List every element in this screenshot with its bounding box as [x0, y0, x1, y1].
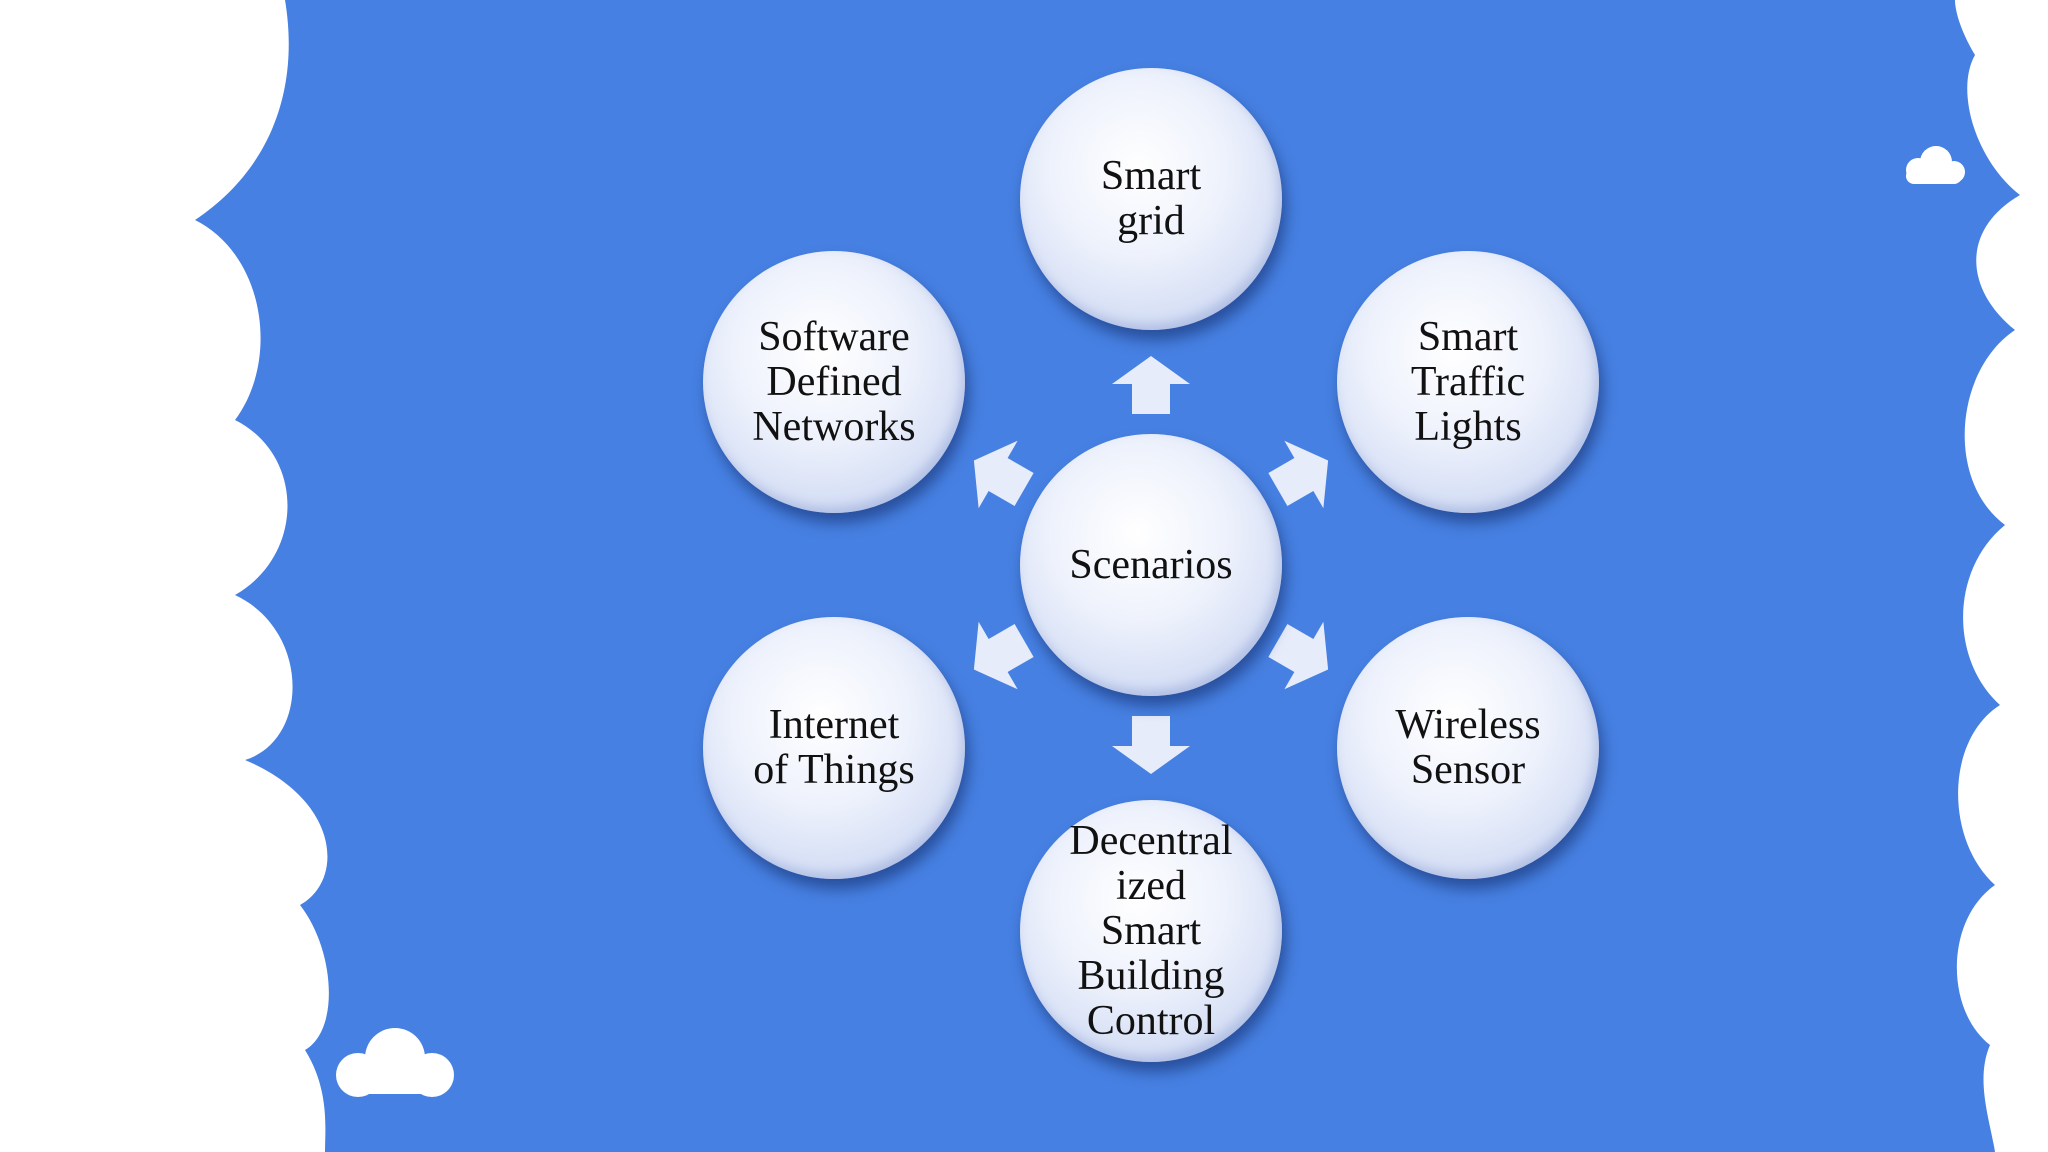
node-decentralized-smart-building-control: Decentral ized Smart Building Control: [1020, 800, 1282, 1062]
arrow-to-smart-traffic-lights: [1256, 424, 1351, 526]
small-cloud-icon: [336, 1028, 454, 1097]
node-software-defined-networks: Software Defined Networks: [703, 251, 965, 513]
arrow-to-wireless-sensor: [1256, 604, 1351, 706]
node-label-software-defined-networks: Software Defined Networks: [752, 313, 916, 450]
node-label-smart-grid: Smart grid: [1100, 153, 1202, 244]
node-wireless-sensor: Wireless Sensor: [1337, 617, 1599, 879]
node-label-decentralized-smart-building-control: Decentral ized Smart Building Control: [1069, 817, 1233, 1044]
center-node-label: Scenarios: [1069, 541, 1233, 588]
arrow-to-smart-grid: [1110, 354, 1192, 416]
node-label-internet-of-things: Internet of Things: [753, 702, 915, 793]
node-smart-traffic-lights: Smart Traffic Lights: [1337, 251, 1599, 513]
node-internet-of-things: Internet of Things: [703, 617, 965, 879]
arrow-to-internet-of-things: [952, 604, 1047, 706]
arrow-to-decentralized-smart-building-control: [1110, 714, 1192, 776]
tiny-cloud-icon: [1906, 146, 1965, 184]
node-label-smart-traffic-lights: Smart Traffic Lights: [1410, 313, 1526, 450]
center-node-scenarios: Scenarios: [1020, 434, 1282, 696]
node-smart-grid: Smart grid: [1020, 68, 1282, 330]
node-label-wireless-sensor: Wireless Sensor: [1395, 702, 1541, 793]
arrow-to-software-defined-networks: [952, 424, 1047, 526]
